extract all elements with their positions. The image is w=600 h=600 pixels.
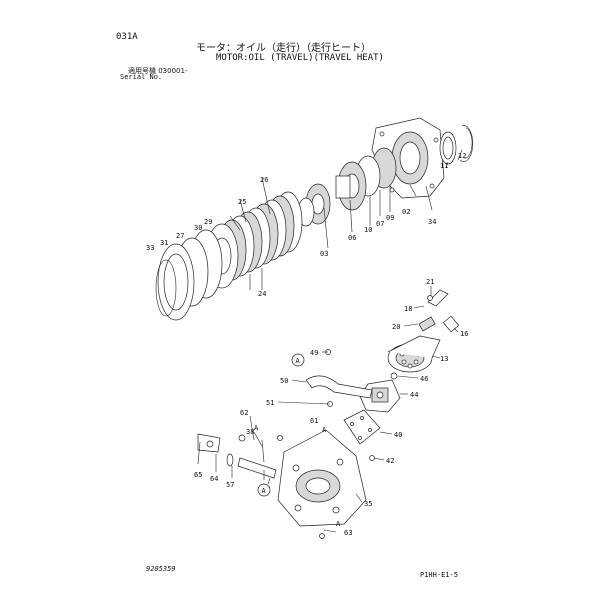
motor-cover-body-drawing xyxy=(277,429,367,527)
part-label: 63 xyxy=(344,529,352,537)
clutch-disc-pack-drawing xyxy=(157,191,303,321)
part-label: 30 xyxy=(194,224,202,232)
part-label: 31 xyxy=(160,239,168,247)
page-reference: P1HH-E1-5 xyxy=(420,571,458,579)
part-label: 50 xyxy=(280,377,288,385)
part-label: 11 xyxy=(440,162,448,170)
part-label: 65 xyxy=(194,471,202,479)
part-label: 27 xyxy=(176,232,184,240)
callout-marker: A xyxy=(296,357,301,365)
part-label: 06 xyxy=(348,234,356,242)
orifice-drawing xyxy=(390,372,398,380)
part-label: 46 xyxy=(420,375,428,383)
part-label: 29 xyxy=(204,218,212,226)
part-label: 51 xyxy=(266,399,274,407)
page-title-english: MOTOR:OIL (TRAVEL)(TRAVEL HEAT) xyxy=(216,53,384,63)
part-label: 34 xyxy=(428,218,436,226)
part-label: 03 xyxy=(320,250,328,258)
relief-valve-block-drawing xyxy=(359,379,401,413)
part-label: 25 xyxy=(238,198,246,206)
part-label: 21 xyxy=(426,278,434,286)
part-label: 02 xyxy=(402,208,410,216)
callout-marker: A xyxy=(262,487,267,495)
valve-plate-drawing xyxy=(387,335,441,373)
document-number: 9205359 xyxy=(146,565,176,573)
part-label: 61 xyxy=(310,417,318,425)
part-label: 16 xyxy=(460,330,468,338)
small-bolts-drawing xyxy=(238,349,375,539)
callout-markers: A A A A A xyxy=(254,353,341,528)
part-label: 24 xyxy=(258,290,266,298)
part-label: 20 xyxy=(392,323,400,331)
part-label: 57 xyxy=(226,481,234,489)
pipe-elbow-drawing xyxy=(305,375,373,399)
part-label: 42 xyxy=(386,457,394,465)
part-label: 35 xyxy=(364,500,372,508)
callout-marker: A xyxy=(336,520,341,528)
applicability-label: 適用号機 030001- xyxy=(128,67,188,75)
cover-plate-drawing xyxy=(343,409,381,445)
part-label: 49 xyxy=(310,349,318,357)
part-label: 33 xyxy=(146,244,154,252)
part-label: 09 xyxy=(386,214,394,222)
part-label: 62 xyxy=(240,409,248,417)
flange-fitting-drawing xyxy=(197,433,221,453)
serial-number-label: Serial No. xyxy=(120,73,163,81)
part-label: 40 xyxy=(394,431,402,439)
part-number-labels: 02 03 06 07 09 10 11 12 13 16 18 20 21 2… xyxy=(146,152,468,537)
gear-stack-drawing xyxy=(297,147,397,227)
seal-ring-drawing xyxy=(439,131,457,165)
part-label: 26 xyxy=(260,176,268,184)
page-title-japanese: モータ：オイル（走行）（走行ヒート） xyxy=(196,43,371,54)
retaining-ring-drawing xyxy=(459,125,474,162)
callout-marker: A xyxy=(254,424,259,432)
part-label: 07 xyxy=(376,220,384,228)
callout-marker: A xyxy=(322,426,327,434)
leader-lines xyxy=(197,149,463,533)
part-label: 12 xyxy=(458,152,466,160)
part-label: 64 xyxy=(210,475,218,483)
spring-ring-drawing xyxy=(155,259,177,317)
part-label: 18 xyxy=(404,305,412,313)
part-label: 38 xyxy=(246,428,254,436)
part-label: 44 xyxy=(410,391,418,399)
part-label: 10 xyxy=(364,226,372,234)
plug-bolt-drawing xyxy=(418,289,460,333)
part-label: 13 xyxy=(440,355,448,363)
page-code: 031A xyxy=(116,32,138,42)
shaft-drawing xyxy=(226,453,277,479)
